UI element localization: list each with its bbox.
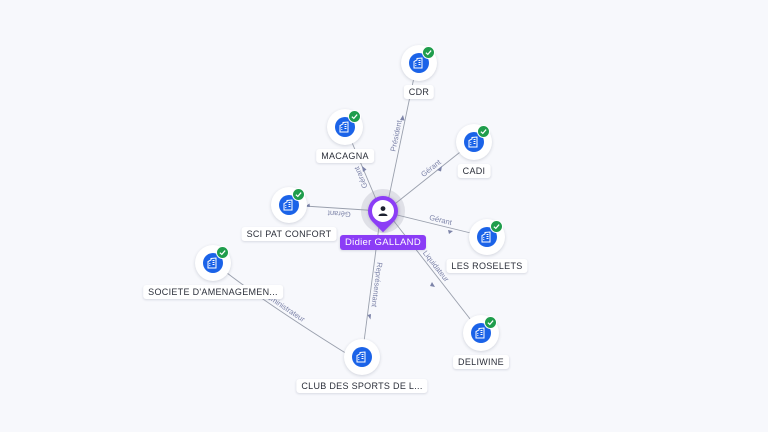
building-icon [203,253,223,273]
building-icon [471,323,491,343]
company-label[interactable]: SOCIETE D'AMENAGEMEN... [143,285,283,299]
verified-check-icon [484,316,497,329]
company-label[interactable]: SCI PAT CONFORT [241,227,337,241]
person-icon [372,200,394,222]
building-icon [464,132,484,152]
building-icon [279,195,299,215]
center-person-label[interactable]: Didier GALLAND [339,235,427,250]
building-icon [477,227,497,247]
building-icon [409,53,429,73]
verified-check-icon [292,188,305,201]
edge-label-gerant: Gérant [327,208,351,219]
company-label[interactable]: CADI [457,164,491,178]
verified-check-icon [348,110,361,123]
verified-check-icon [422,46,435,59]
company-label[interactable]: CLUB DES SPORTS DE L... [296,379,428,393]
edge-label-gerant: Gérant [428,213,453,227]
verified-check-icon [477,125,490,138]
edge-arrows [305,115,453,320]
company-label[interactable]: LES ROSELETS [446,259,528,273]
company-label[interactable]: CDR [403,85,435,99]
verified-check-icon [216,246,229,259]
company-label[interactable]: MACAGNA [316,149,374,163]
company-label[interactable]: DELIWINE [453,355,509,369]
edge-gerant-sci-pat-confort: Gérant [288,204,382,219]
verified-check-icon [490,220,503,233]
svg-text:Gérant: Gérant [327,208,351,219]
edge-administrateur-societe: Administrateur [212,261,353,358]
svg-text:Gérant: Gérant [428,213,453,227]
building-icon [352,347,372,367]
building-icon [335,117,355,137]
